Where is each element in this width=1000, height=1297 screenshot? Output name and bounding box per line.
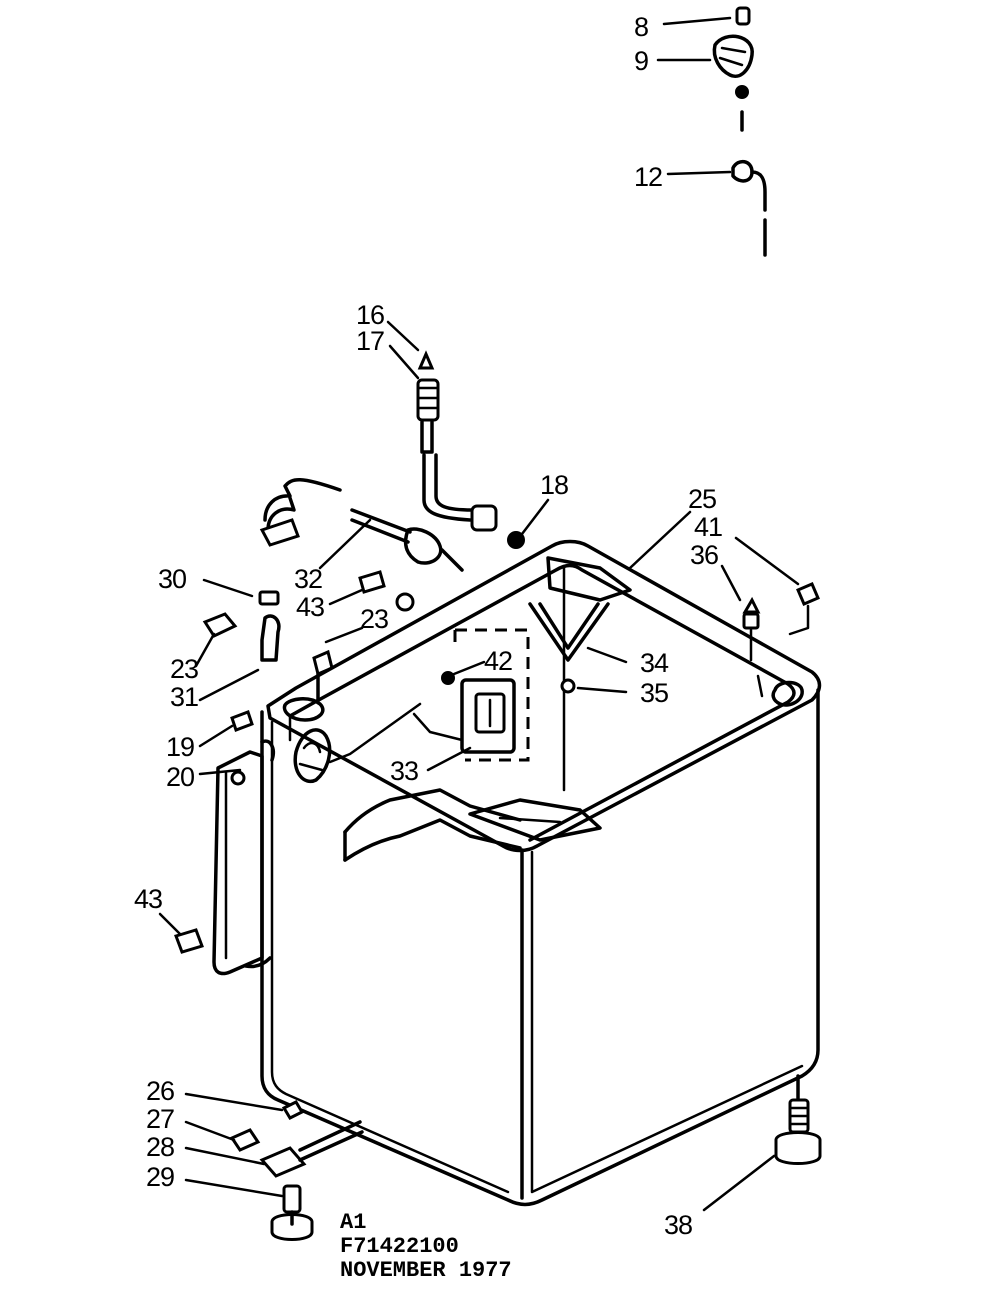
callout-18: 18 — [540, 470, 568, 500]
top-hose-assembly — [712, 6, 767, 257]
callout-43-top: 43 — [296, 592, 324, 622]
callout-17: 17 — [356, 326, 384, 356]
callout-27: 27 — [146, 1104, 174, 1134]
back-wall-bracket — [528, 602, 610, 694]
callout-28: 28 — [146, 1132, 174, 1162]
callout-8: 8 — [634, 12, 648, 42]
callout-23-left: 23 — [170, 654, 198, 684]
callout-12: 12 — [634, 162, 662, 192]
right-corner-fasteners — [742, 582, 820, 698]
right-foot-assembly — [774, 1074, 822, 1165]
callout-36: 36 — [690, 540, 718, 570]
cabinet-body — [260, 539, 822, 1207]
motor-bracket — [174, 728, 332, 976]
timer-assembly — [328, 628, 530, 764]
leader-arrows — [158, 16, 800, 1212]
water-valve-hose — [259, 478, 464, 572]
footer-part-number: F71422100 — [340, 1234, 459, 1259]
callout-41: 41 — [694, 512, 722, 542]
callout-30: 30 — [158, 564, 186, 594]
callout-31: 31 — [170, 682, 198, 712]
callout-32: 32 — [294, 564, 322, 594]
left-foot-assembly — [229, 1100, 364, 1241]
callout-33: 33 — [390, 756, 418, 786]
callout-20: 20 — [166, 762, 194, 792]
inlet-hose-assembly — [416, 350, 525, 549]
footer-date: NOVEMBER 1977 — [340, 1258, 512, 1283]
callout-labels: 8 9 12 16 17 18 25 41 36 30 32 43 23 23 … — [134, 12, 723, 1240]
diagram-footer: A1 F71422100 NOVEMBER 1977 — [340, 1210, 512, 1283]
callout-35: 35 — [640, 678, 668, 708]
callout-19: 19 — [166, 732, 194, 762]
callout-42: 42 — [484, 646, 512, 676]
callout-23-right: 23 — [360, 604, 388, 634]
callout-26: 26 — [146, 1076, 174, 1106]
callout-25: 25 — [688, 484, 716, 514]
callout-34: 34 — [640, 648, 669, 678]
callout-38: 38 — [664, 1210, 692, 1240]
callout-16: 16 — [356, 300, 384, 330]
footer-figure-id: A1 — [340, 1210, 366, 1235]
callout-43-left: 43 — [134, 884, 162, 914]
callout-9: 9 — [634, 46, 648, 76]
callout-29: 29 — [146, 1162, 174, 1192]
